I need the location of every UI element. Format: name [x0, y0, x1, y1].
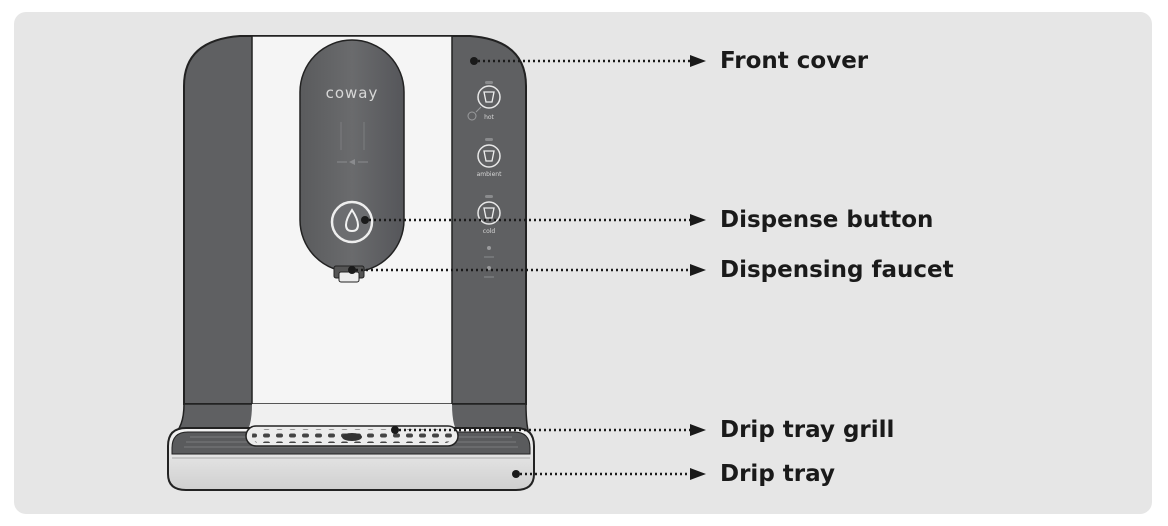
label-drip-tray-grill: Drip tray grill — [720, 417, 895, 443]
child-lock-icon — [467, 106, 482, 121]
brand-logo: coway — [326, 84, 379, 102]
label-dispense-button: Dispense button — [720, 207, 934, 233]
dispense-button[interactable] — [330, 200, 374, 244]
hot-label: hot — [484, 114, 494, 121]
ambient-label: ambient — [477, 171, 502, 178]
leader-front-cover — [470, 55, 706, 67]
label-drip-tray: Drip tray — [720, 461, 835, 487]
label-front-cover: Front cover — [720, 48, 869, 74]
hot-button[interactable]: hot — [477, 81, 501, 121]
leader-drip-tray-grill — [391, 424, 706, 436]
cup-icon — [483, 91, 495, 103]
cup-icon — [483, 150, 495, 162]
leader-drip-tray — [512, 468, 706, 480]
water-drop-icon — [344, 208, 360, 233]
label-dispensing-faucet: Dispensing faucet — [720, 257, 954, 283]
ambient-button[interactable]: ambient — [477, 138, 502, 178]
cup-icon — [483, 207, 495, 219]
leader-dispensing-faucet — [348, 264, 706, 276]
leader-dispense-button — [361, 214, 706, 226]
cold-label: cold — [483, 228, 496, 235]
drip-tray-grill — [245, 425, 459, 447]
cold-button[interactable]: cold — [477, 195, 501, 235]
